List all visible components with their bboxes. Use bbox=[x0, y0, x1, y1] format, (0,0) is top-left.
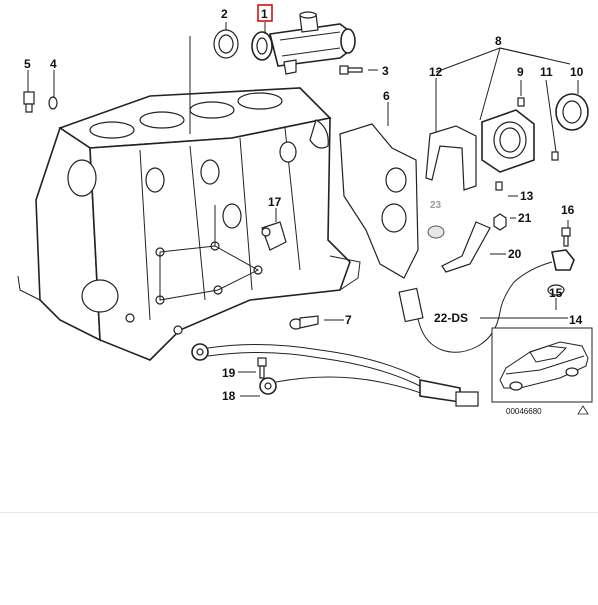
part-labels: 2 1 3 5 4 6 8 12 9 11 10 13 23 21 16 17 … bbox=[24, 4, 584, 403]
label-part-17: 17 bbox=[268, 195, 282, 209]
label-part-16: 16 bbox=[561, 203, 575, 217]
label-part-11: 11 bbox=[540, 65, 553, 79]
spacer-part-23 bbox=[427, 225, 445, 239]
label-part-21: 21 bbox=[518, 211, 532, 225]
gasket-part-2 bbox=[213, 29, 239, 59]
label-part-19: 19 bbox=[222, 366, 236, 380]
label-part-7: 7 bbox=[345, 313, 352, 327]
bolt-part-13 bbox=[495, 181, 503, 191]
label-part-10: 10 bbox=[570, 65, 584, 79]
o-ring-part-15 bbox=[547, 284, 565, 296]
bolt-part-11 bbox=[551, 151, 559, 161]
footer-divider bbox=[0, 512, 598, 513]
coolant-pipe-part-1[interactable] bbox=[251, 11, 356, 75]
label-part-1: 1 bbox=[261, 7, 268, 21]
label-part-6: 6 bbox=[383, 89, 390, 103]
warning-triangle-icon bbox=[577, 405, 589, 415]
bolt-part-5 bbox=[23, 91, 35, 113]
bolt-part-16 bbox=[561, 227, 571, 247]
label-part-12: 12 bbox=[429, 65, 443, 79]
image-code: 00046680 bbox=[506, 407, 542, 416]
seal-gasket-part-12 bbox=[425, 125, 477, 191]
label-part-14: 14 bbox=[569, 313, 583, 327]
sensor-part-17 bbox=[261, 221, 287, 251]
seal-ring-part-10 bbox=[555, 93, 589, 131]
label-part-8: 8 bbox=[495, 34, 502, 48]
label-part-2: 2 bbox=[221, 7, 228, 21]
sensor-harness-part-18 bbox=[191, 343, 479, 407]
label-part-22-ds: 22-DS bbox=[434, 311, 468, 325]
label-part-23: 23 bbox=[430, 200, 442, 211]
label-part-5: 5 bbox=[24, 57, 31, 71]
highlight-box bbox=[257, 4, 273, 22]
bolt-part-7 bbox=[289, 315, 319, 330]
nut-part-21 bbox=[493, 213, 507, 231]
label-part-20: 20 bbox=[508, 247, 522, 261]
bolt-part-19 bbox=[257, 357, 267, 379]
bolt-part-9 bbox=[517, 97, 525, 107]
gasket-part-6 bbox=[339, 123, 419, 279]
engine-block bbox=[17, 87, 361, 361]
bolt-part-3 bbox=[339, 65, 363, 75]
bracket-part-20 bbox=[441, 221, 491, 273]
label-part-4: 4 bbox=[50, 57, 57, 71]
label-part-18: 18 bbox=[222, 389, 236, 403]
label-part-3: 3 bbox=[382, 64, 389, 78]
seal-housing-part-8 bbox=[481, 109, 535, 173]
leader-lines bbox=[27, 22, 579, 397]
vehicle-thumbnail bbox=[491, 327, 593, 403]
knock-sensor-part-14 bbox=[398, 249, 575, 353]
label-part-13: 13 bbox=[520, 189, 534, 203]
washer-part-4 bbox=[48, 96, 58, 110]
label-part-9: 9 bbox=[517, 65, 524, 79]
label-part-15: 15 bbox=[549, 286, 563, 300]
